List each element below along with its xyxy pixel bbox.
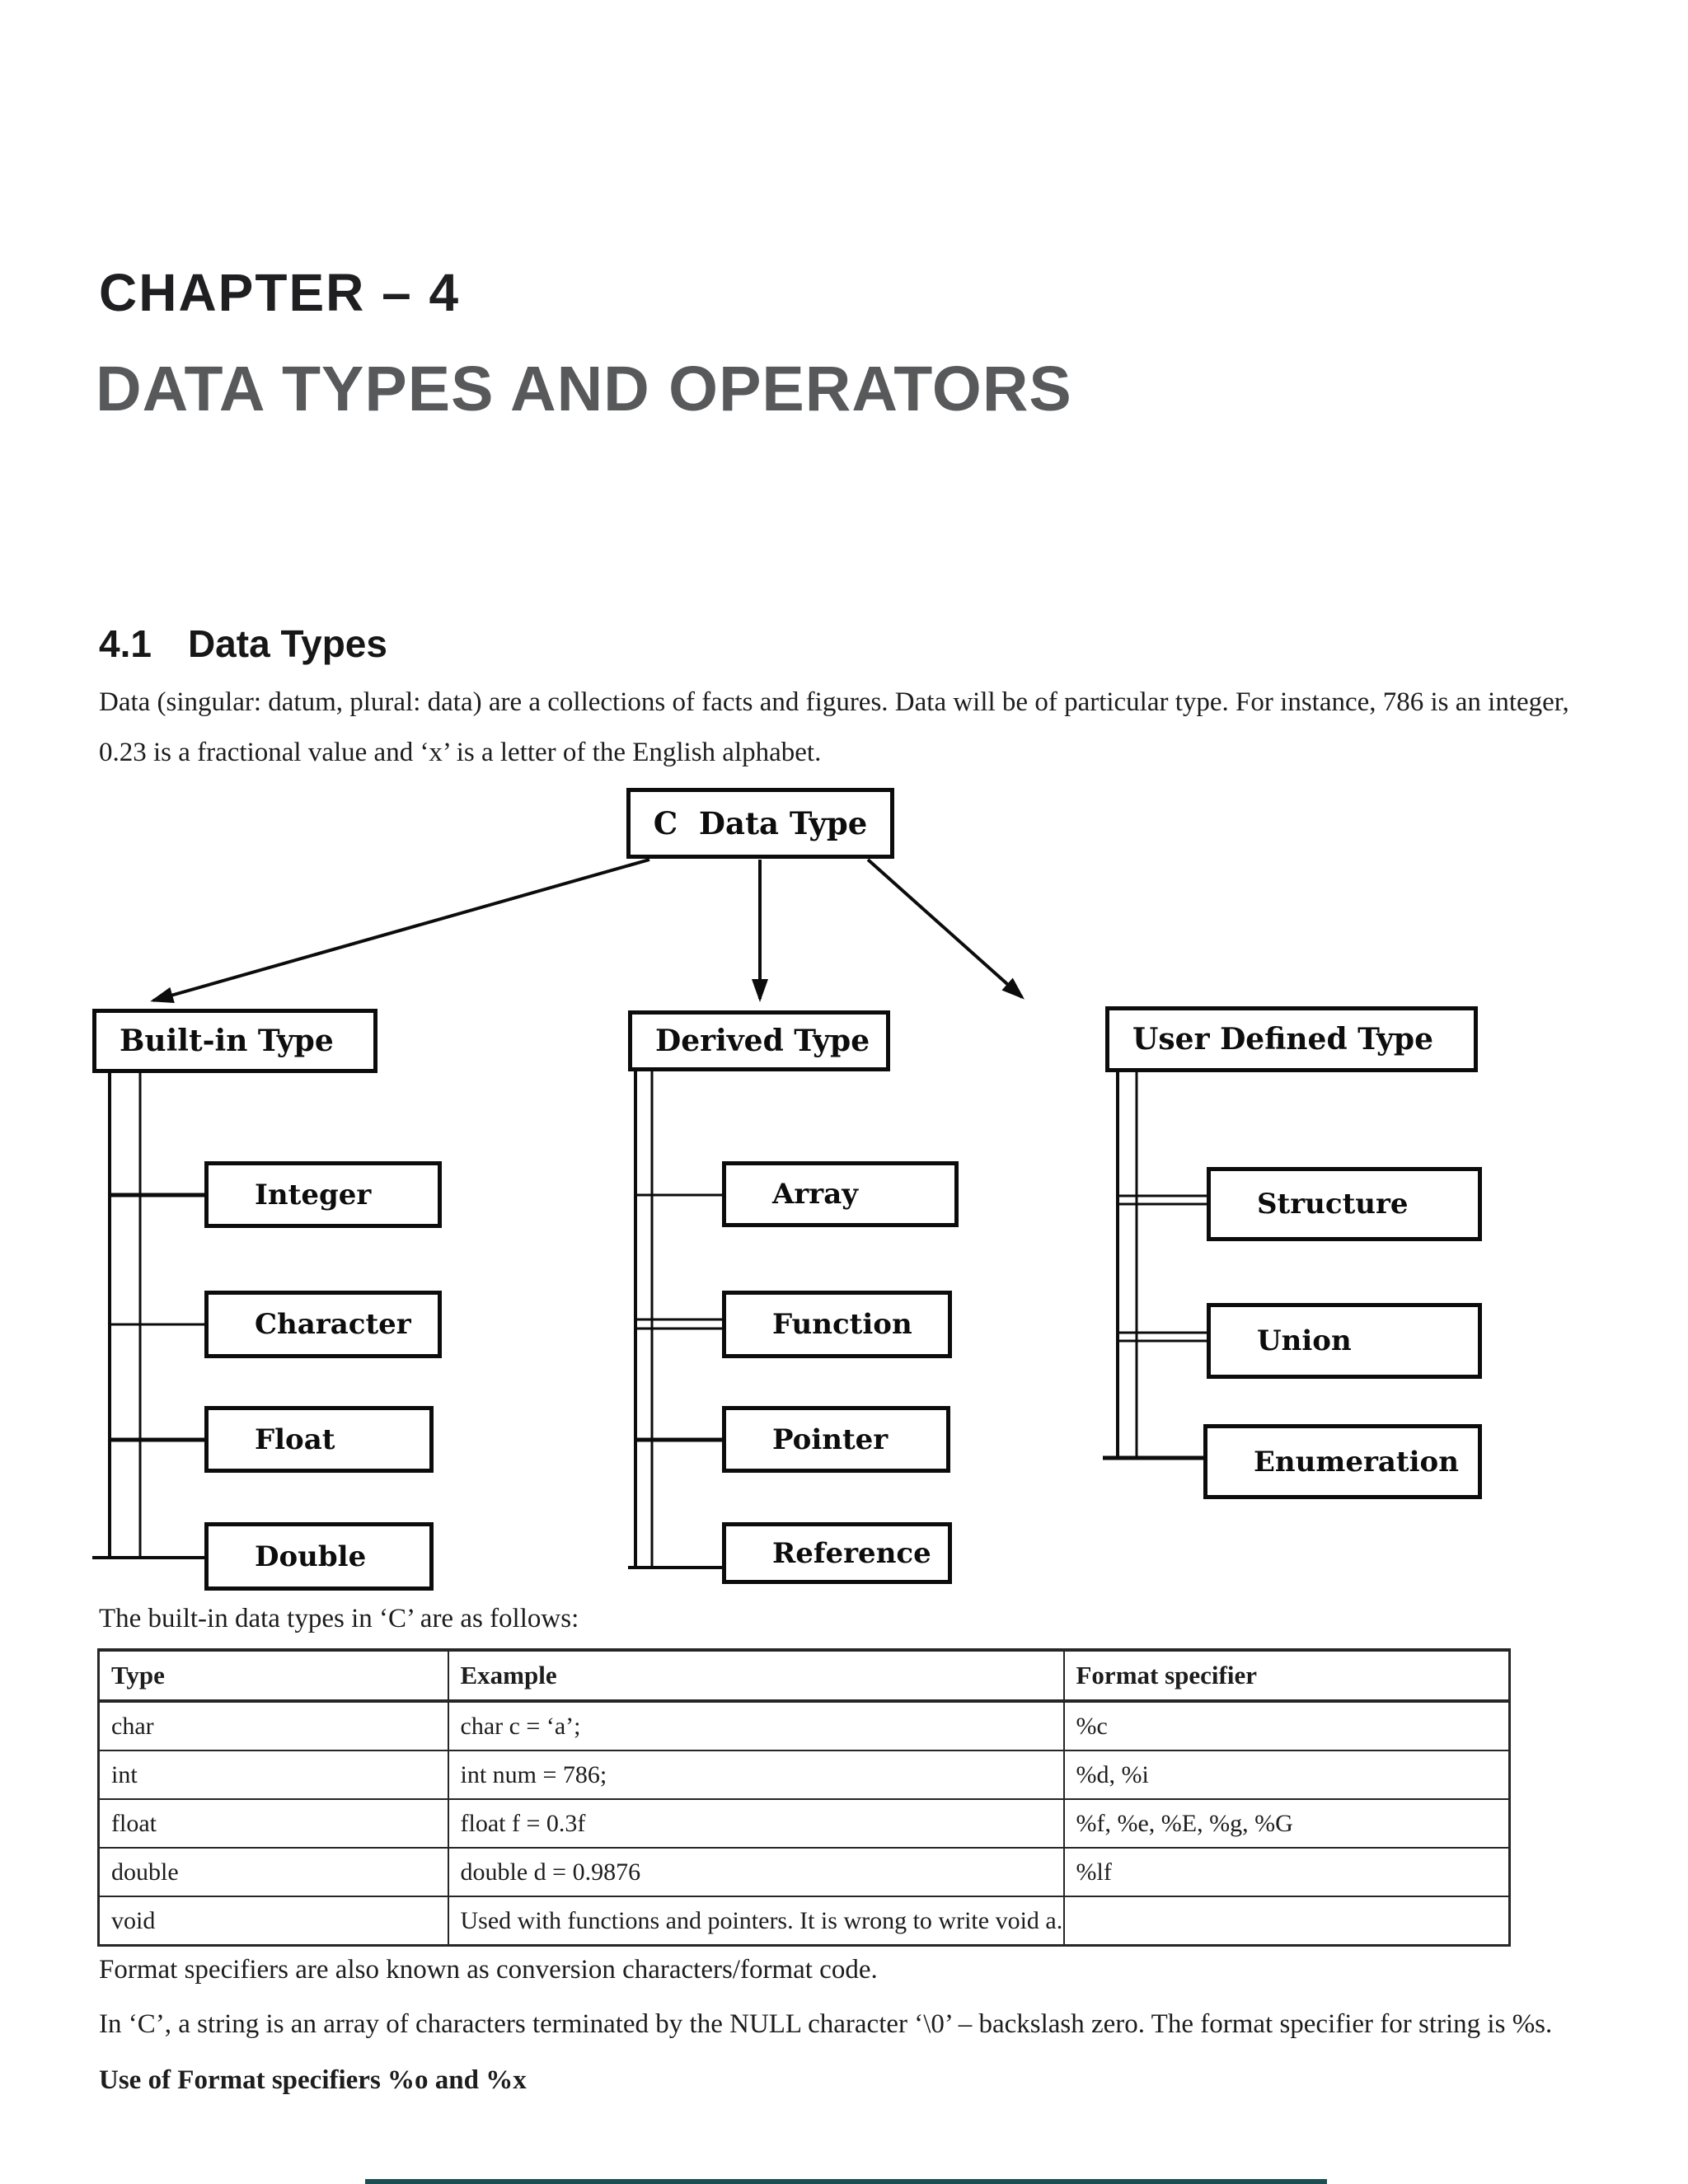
diagram-box-character: Character: [204, 1291, 442, 1358]
diagram-box-derived-type: Derived Type: [628, 1010, 890, 1071]
table-row: float float f = 0.3f %f, %e, %E, %g, %G: [97, 1798, 1511, 1849]
user-defined-branch-lines: [1103, 1072, 1210, 1460]
section-number: 4.1: [99, 622, 152, 665]
diagram-box-c-data-type: C Data Type: [626, 788, 894, 859]
bottom-accent-bar: [365, 2179, 1327, 2184]
cell-format: [1062, 1896, 1511, 1947]
table-row: double double d = 0.9876 %lf: [97, 1847, 1511, 1897]
section-heading: 4.1 Data Types: [99, 621, 387, 666]
cell-type: double: [97, 1847, 449, 1897]
note-use-of-format-specifiers: Use of Format specifiers %o and %x: [99, 2065, 527, 2095]
diagram-connector-lines: [92, 858, 1210, 1569]
cell-format: %f, %e, %E, %g, %G: [1062, 1798, 1511, 1849]
diagram-box-pointer: Pointer: [722, 1406, 950, 1473]
diagram-box-integer: Integer: [204, 1161, 442, 1228]
table-row: char char c = ‘a’; %c: [97, 1700, 1511, 1751]
cell-type: float: [97, 1798, 449, 1849]
cell-type: char: [97, 1700, 449, 1751]
table-intro-text: The built-in data types in ‘C’ are as fo…: [99, 1604, 579, 1633]
table-row: void Used with functions and pointers. I…: [97, 1896, 1511, 1947]
diagram-box-enumeration: Enumeration: [1203, 1424, 1482, 1499]
diagram-box-reference: Reference: [722, 1522, 952, 1584]
col-header-example: Example: [447, 1648, 1065, 1703]
diagram-box-built-in-type: Built-in Type: [92, 1009, 377, 1073]
built-in-branch-lines: [92, 1073, 208, 1559]
cell-example: char c = ‘a’;: [447, 1700, 1065, 1751]
derived-branch-lines: [628, 1071, 725, 1569]
section-title: Data Types: [187, 622, 387, 665]
cell-format: %lf: [1062, 1847, 1511, 1897]
cell-format: %d, %i: [1062, 1750, 1511, 1800]
cell-example: double d = 0.9876: [447, 1847, 1065, 1897]
table-header-row: Type Example Format specifier: [97, 1648, 1511, 1703]
diagram-box-function: Function: [722, 1291, 952, 1358]
diagram-box-double: Double: [204, 1522, 434, 1591]
root-arrows: [150, 858, 1025, 1004]
diagram-box-array: Array: [722, 1161, 959, 1227]
cell-type: void: [97, 1896, 449, 1947]
col-header-format-specifier: Format specifier: [1062, 1648, 1511, 1703]
page-title: DATA TYPES AND OPERATORS: [96, 354, 1072, 424]
diagram-box-union: Union: [1207, 1303, 1482, 1379]
cell-example: Used with functions and pointers. It is …: [447, 1896, 1065, 1947]
note-format-specifiers: Format specifiers are also known as conv…: [99, 1955, 878, 1985]
built-in-types-table: Type Example Format specifier char char …: [97, 1648, 1511, 1947]
cell-type: int: [97, 1750, 449, 1800]
cell-example: int num = 786;: [447, 1750, 1065, 1800]
cell-example: float f = 0.3f: [447, 1798, 1065, 1849]
intro-paragraph: Data (singular: datum, plural: data) are…: [99, 687, 1569, 768]
diagram-box-user-defined-type: User Defined Type: [1105, 1006, 1478, 1072]
c-data-type-diagram: C Data Type Built-in Type Derived Type U…: [0, 783, 1688, 1601]
chapter-heading: CHAPTER – 4: [99, 263, 461, 322]
diagram-box-structure: Structure: [1207, 1167, 1482, 1241]
col-header-type: Type: [97, 1648, 449, 1703]
note-string-null: In ‘C’, a string is an array of characte…: [99, 2009, 1553, 2039]
diagram-box-float: Float: [204, 1406, 434, 1473]
table-row: int int num = 786; %d, %i: [97, 1750, 1511, 1800]
cell-format: %c: [1062, 1700, 1511, 1751]
